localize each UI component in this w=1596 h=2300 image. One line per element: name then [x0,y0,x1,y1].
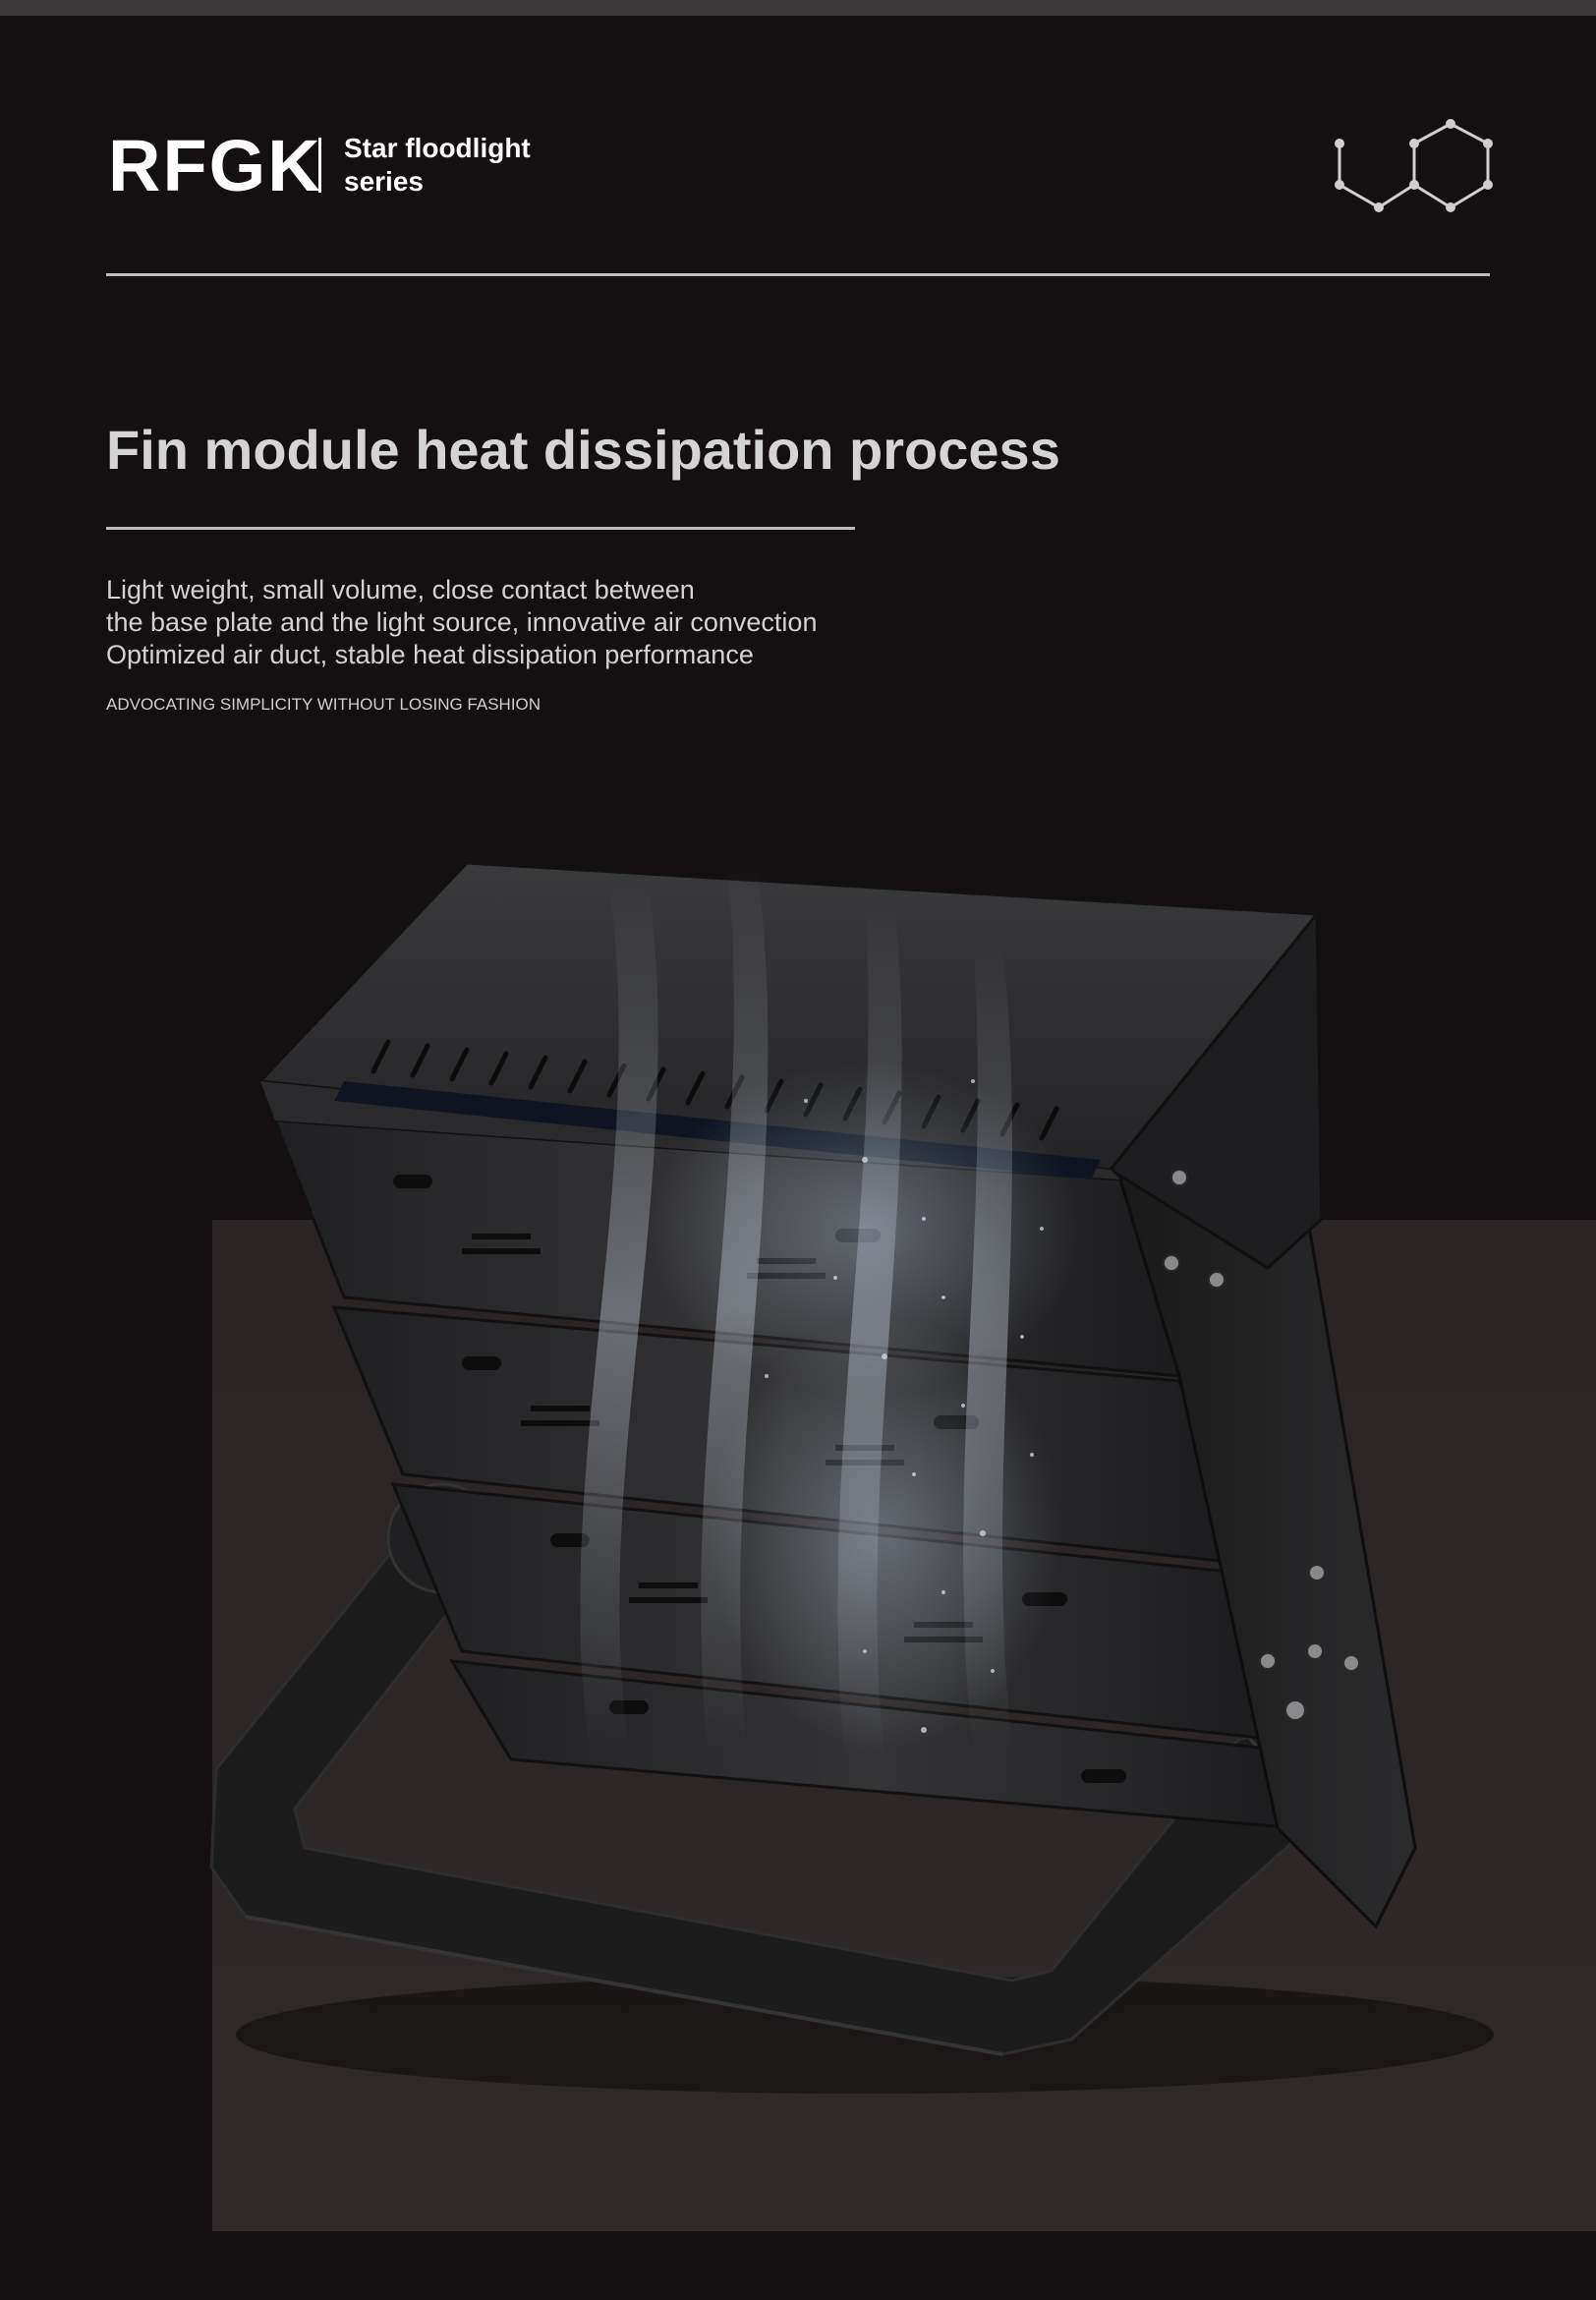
top-strip [0,0,1596,16]
tagline: ADVOCATING SIMPLICITY WITHOUT LOSING FAS… [106,695,542,714]
description: Light weight, small volume, close contac… [106,574,817,671]
hexagon-molecule-icon [1335,119,1493,212]
brand-divider [318,138,321,193]
brand-series-line1: Star floodlight [344,133,531,163]
header-rule [106,273,1490,276]
brand-name: RFGK [108,125,322,206]
description-line: Light weight, small volume, close contac… [106,575,695,604]
brand-series-line2: series [344,166,424,197]
description-line: the base plate and the light source, inn… [106,607,818,637]
brand-series: Star floodlight series [344,132,531,199]
page-title: Fin module heat dissipation process [106,419,1060,481]
description-line: Optimized air duct, stable heat dissipat… [106,640,754,669]
title-rule [106,527,855,530]
